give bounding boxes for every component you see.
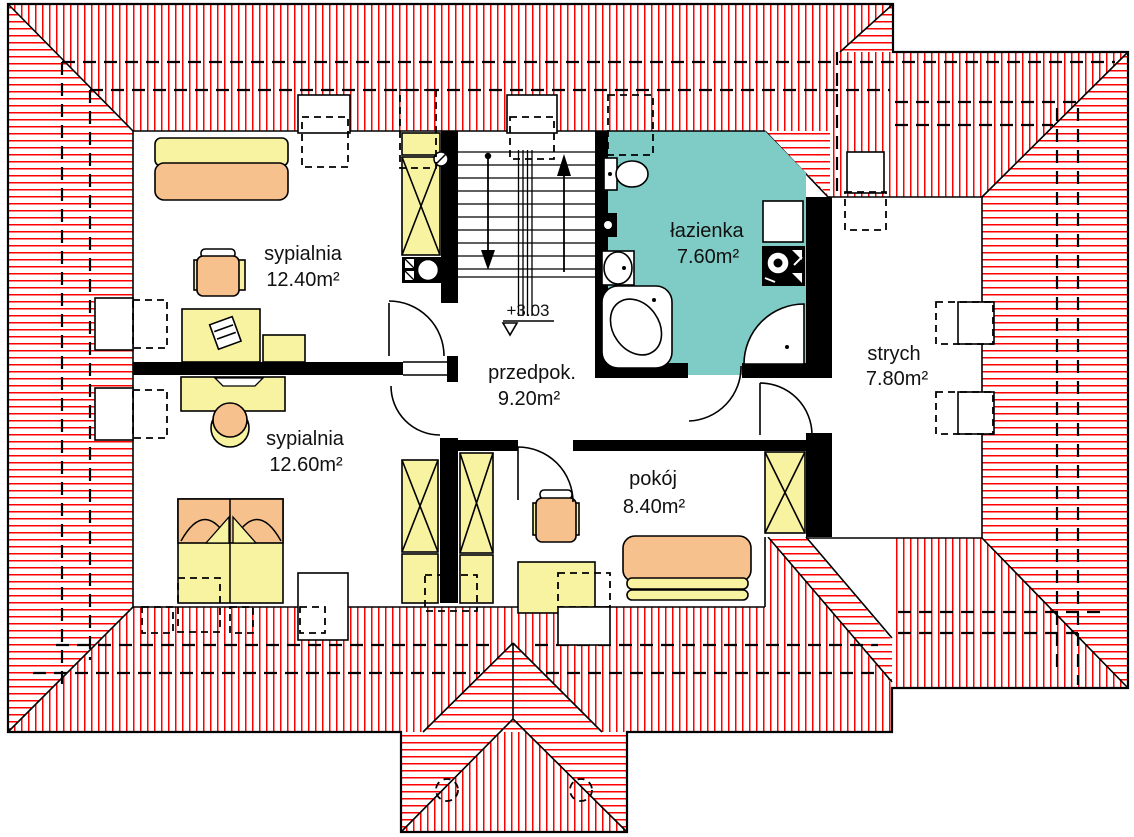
chimney-projection xyxy=(299,606,326,634)
chimney xyxy=(846,151,885,194)
desk-symbol xyxy=(517,561,596,614)
wall-room-top-left xyxy=(458,440,518,451)
room-name-przedpok: przedpok. xyxy=(488,362,576,384)
door-bathroom xyxy=(688,365,742,422)
roof-window-projection xyxy=(229,606,254,634)
room-area-lazienka: 7.60m² xyxy=(677,246,740,268)
room-area-pokoj: 8.40m² xyxy=(623,496,686,518)
roof-plane-left xyxy=(8,4,133,732)
room-labels: sypialnia 12.40m² sypialnia 12.60m² prze… xyxy=(264,220,928,518)
roof-plane-bottom xyxy=(8,537,892,732)
vent-pipe-icon xyxy=(435,778,459,802)
cabinet-symbol xyxy=(401,132,441,156)
roof-window-projection xyxy=(424,574,478,612)
wall-strych-lower xyxy=(806,433,832,537)
bed-pillow-symbol xyxy=(154,137,289,167)
window-projection xyxy=(132,299,168,349)
roof-window-projection xyxy=(509,116,555,160)
chimney-projection xyxy=(844,191,887,231)
toilet-icon xyxy=(615,160,649,188)
level-marker: +3.03 xyxy=(501,301,554,337)
pokoj-furniture xyxy=(459,451,806,614)
door-pokoj xyxy=(517,446,574,503)
wall-bedroom-divider xyxy=(133,362,403,375)
level-triangle-icon xyxy=(501,322,519,337)
room-name-sypialnia2: sypialnia xyxy=(266,428,345,450)
room-name-pokoj: pokój xyxy=(629,468,677,490)
roof-window xyxy=(506,94,558,134)
desk-notch xyxy=(213,377,265,387)
wall-room-top-right xyxy=(573,440,807,451)
wall-divider-jamb xyxy=(447,356,458,382)
stair-down-arrow-icon xyxy=(481,250,495,270)
window-projection xyxy=(935,301,994,345)
sofa-seat-symbol xyxy=(626,577,749,590)
room-name-sypialnia1: sypialnia xyxy=(264,243,343,265)
chimney-projection xyxy=(399,89,437,169)
sofa-seat-symbol xyxy=(626,589,749,601)
roof-window-projection xyxy=(141,606,174,634)
bathtub-basin xyxy=(609,298,663,356)
window-projection xyxy=(132,389,168,439)
door-bedroom1 xyxy=(388,300,445,357)
staircase xyxy=(456,150,598,316)
paper-symbol xyxy=(208,315,243,351)
roof-windows xyxy=(94,89,995,802)
room-area-sypialnia2: 12.60m² xyxy=(269,454,343,476)
door-bedroom2 xyxy=(390,385,441,436)
door-leaf-closed xyxy=(403,361,447,376)
sofa-back-symbol xyxy=(622,535,752,583)
room-area-przedpok: 9.20m² xyxy=(498,388,561,410)
wall-stair-left-upper xyxy=(441,131,458,303)
stair-up-arrow-icon xyxy=(557,154,571,176)
vent-pipe-icon xyxy=(569,778,593,802)
roof-window xyxy=(557,606,611,646)
gable-front-plane xyxy=(401,732,627,832)
cabinet-symbol xyxy=(401,553,439,604)
shower-icon xyxy=(743,303,805,365)
gable-window xyxy=(94,387,134,441)
stair-balustrade xyxy=(517,150,533,316)
side-table-symbol xyxy=(262,334,306,363)
bathroom-skylight xyxy=(607,94,654,156)
chair-symbol xyxy=(212,402,248,438)
wall-nook-vertical xyxy=(440,438,458,603)
room-area-strych: 7.80m² xyxy=(866,368,929,390)
chair-symbol xyxy=(196,255,240,297)
chair-symbol xyxy=(535,497,577,543)
washbasin-icon xyxy=(603,251,633,285)
gable-window xyxy=(94,297,134,351)
roof-projection-lines xyxy=(33,52,1115,688)
roof-window xyxy=(297,94,351,134)
room-name-lazienka: łazienka xyxy=(670,220,744,242)
gable-window xyxy=(957,301,995,345)
window-projection xyxy=(935,391,994,435)
door-strych xyxy=(759,382,813,436)
roof-plane-right xyxy=(982,52,1128,688)
gable-window xyxy=(957,391,995,435)
bed-symbol xyxy=(154,162,289,201)
room-area-sypialnia1: 12.40m² xyxy=(266,269,340,291)
bedroom2-furniture xyxy=(177,376,439,604)
washing-machine-icon xyxy=(762,200,804,243)
floor-strych-area xyxy=(832,197,982,538)
level-value: +3.03 xyxy=(506,301,549,320)
bathroom-fixtures xyxy=(600,157,805,369)
hall-furniture xyxy=(401,132,449,283)
doors xyxy=(388,300,813,503)
wall-strych-upper xyxy=(806,197,832,377)
roof-plane-top xyxy=(8,4,1128,197)
sink-icon xyxy=(416,258,440,282)
room-name-strych: strych xyxy=(867,343,920,365)
bedroom1-furniture xyxy=(154,137,306,363)
